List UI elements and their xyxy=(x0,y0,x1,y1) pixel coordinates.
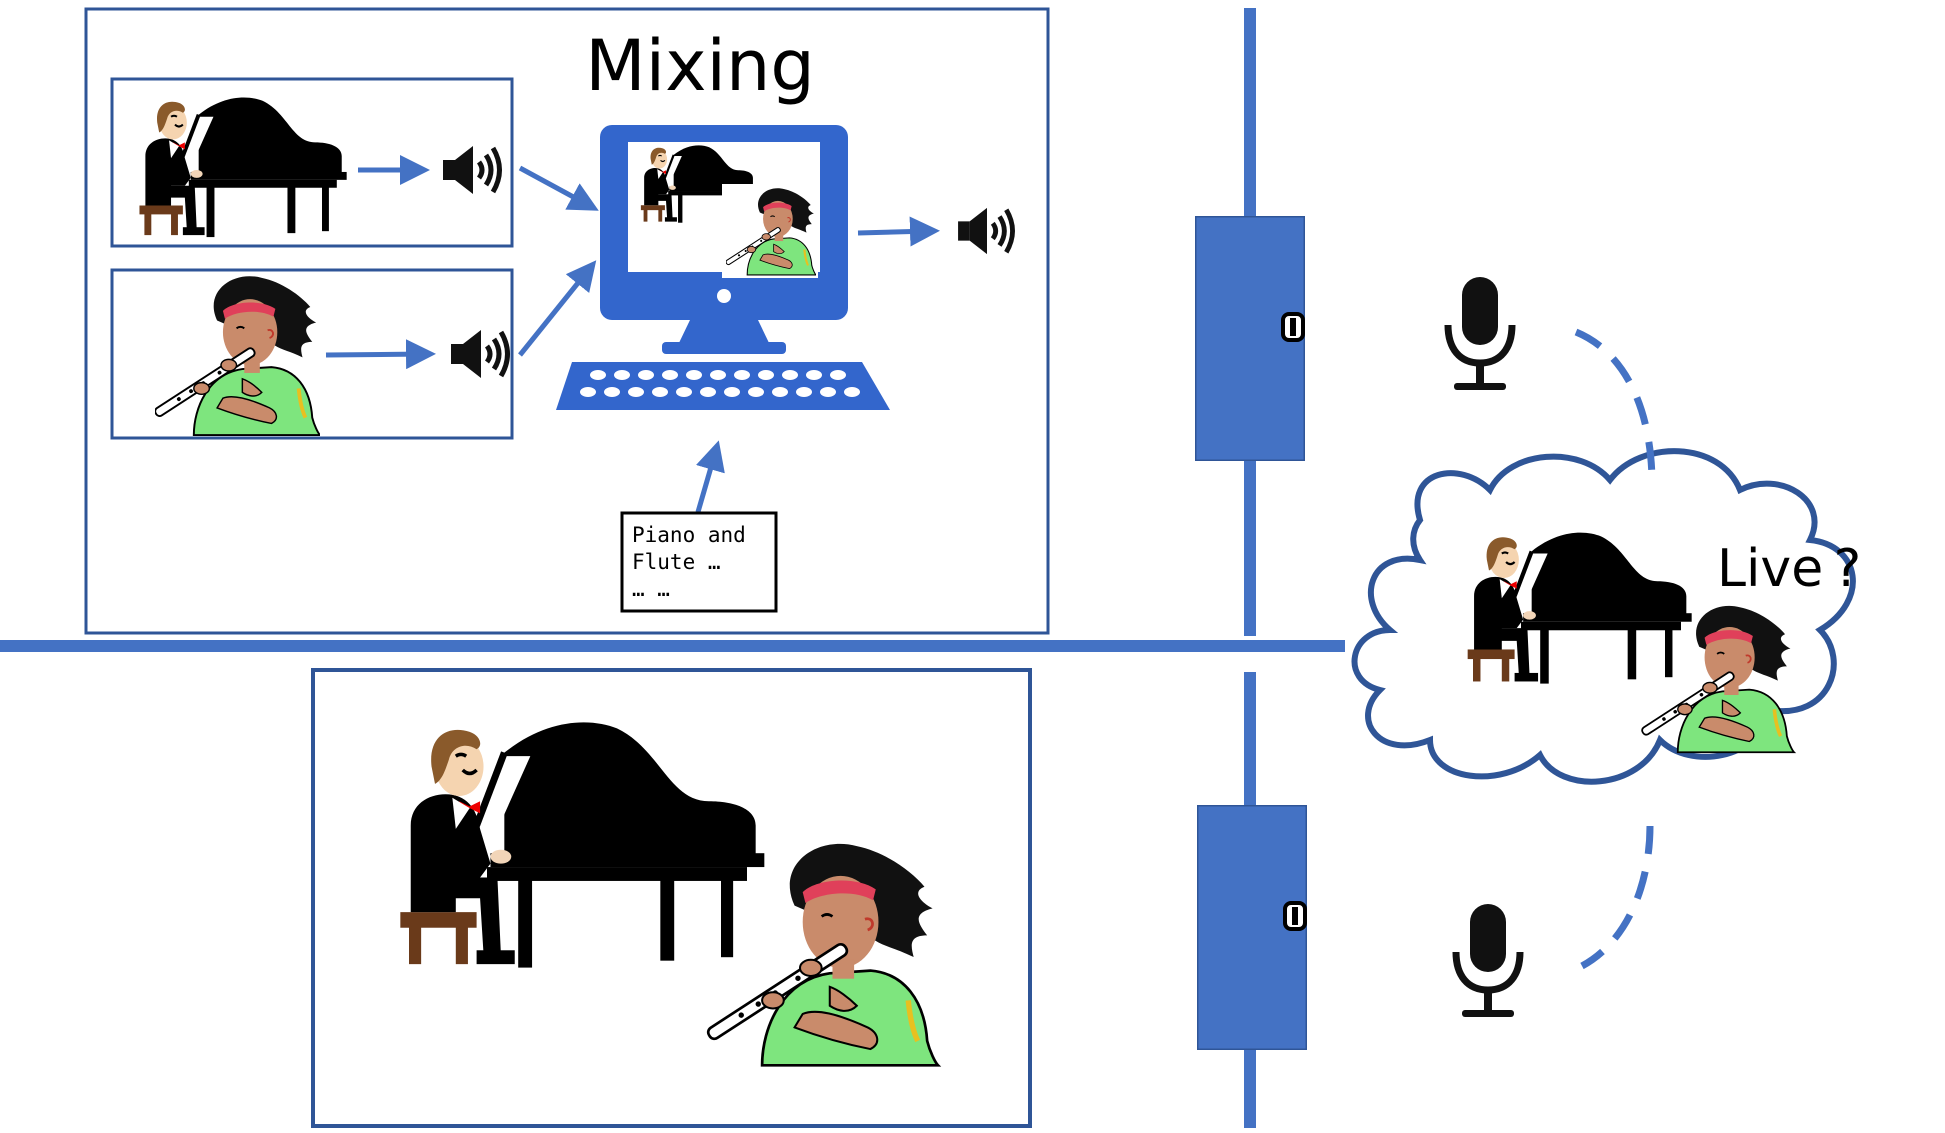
mic-to-cloud-dashed-lower xyxy=(1580,825,1654,970)
mic-to-cloud-dashed-upper xyxy=(1574,328,1656,479)
mixing-panel xyxy=(84,7,1050,635)
memo-line-1: Piano and xyxy=(632,523,746,547)
live-question-label: Live ? xyxy=(1717,539,1861,599)
door-lower xyxy=(1197,805,1307,1050)
flutist-to-speaker-arrow xyxy=(325,339,436,370)
speaker-to-computer-arrow xyxy=(518,165,599,211)
door-upper xyxy=(1195,216,1305,461)
microphone-icon-lower xyxy=(1456,904,1520,1017)
memo-box xyxy=(620,511,778,613)
speaker-icon xyxy=(958,208,1012,254)
memo-line-3: … … xyxy=(632,577,670,601)
computer-to-speaker-arrow xyxy=(857,216,940,247)
speaker-to-computer-arrow xyxy=(518,260,597,357)
memo-line-2: Flute … xyxy=(632,550,721,574)
mixing-title: Mixing xyxy=(585,25,815,107)
memo-to-computer-arrow xyxy=(695,440,725,513)
microphone-icon-upper xyxy=(1448,277,1512,390)
